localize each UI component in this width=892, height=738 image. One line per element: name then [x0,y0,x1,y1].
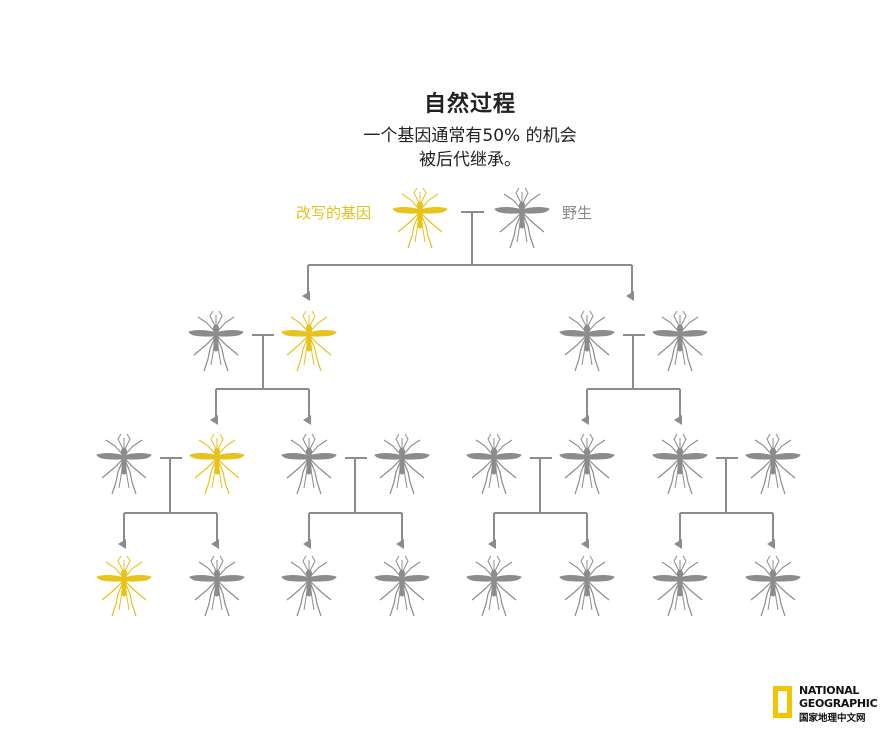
mosquito-modified-icon [96,555,152,617]
mosquito-wild-icon [559,433,615,495]
yellow-border-icon [773,686,792,718]
logo-line3: 国家地理中文网 [799,713,866,724]
mosquito-wild-icon [374,433,430,495]
mosquito-wild-icon [559,310,615,372]
mosquito-modified-icon [189,433,245,495]
mosquito-modified-icon [281,310,337,372]
mosquito-wild-icon [559,555,615,617]
diagram-title: 自然过程 [423,92,516,117]
mosquito-wild-icon [466,433,522,495]
mosquito-wild-icon [281,433,337,495]
mosquito-wild-icon [494,187,550,249]
mosquito-modified-icon [392,187,448,249]
mosquito-wild-icon [652,310,708,372]
mosquito-wild-icon [374,555,430,617]
mosquito-wild-icon [96,433,152,495]
mosquito-wild-icon [466,555,522,617]
mosquito-wild-icon [652,433,708,495]
connector-lines [118,211,775,549]
diagram-subtitle-line2: 被后代继承。 [419,150,521,170]
mosquito-wild-icon [188,310,244,372]
mosquito-wild-icon [745,555,801,617]
mosquito-wild-icon [281,555,337,617]
mosquito-wild-icon [189,555,245,617]
national-geographic-logo: NATIONAL GEOGRAPHIC 国家地理中文网 [773,683,888,725]
legend-wild-label: 野生 [562,204,593,222]
logo-line1: NATIONAL [799,684,860,697]
logo-line2: GEOGRAPHIC [799,697,878,710]
legend-modified-gene-label: 改写的基因 [296,204,372,222]
diagram-subtitle-line1: 一个基因通常有50% 的机会 [363,126,577,146]
mosquito-wild-icon [652,555,708,617]
mosquito-wild-icon [745,433,801,495]
